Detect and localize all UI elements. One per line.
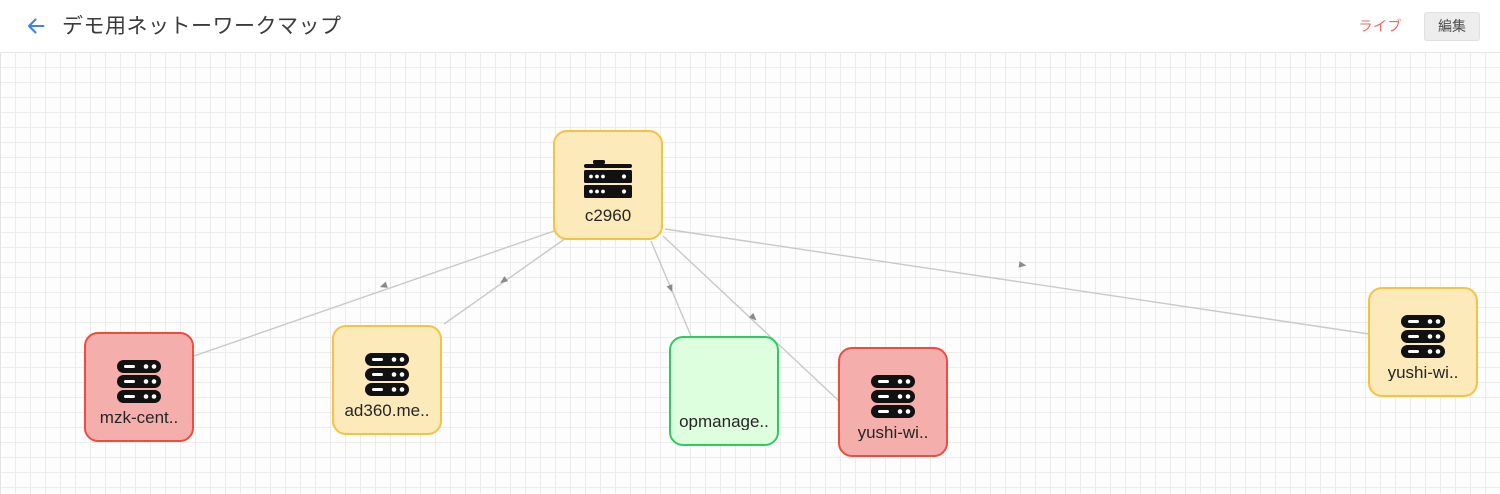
map-node-c2960[interactable]: c2960 [553, 130, 663, 240]
app-header: デモ用ネットーワークマップ ライブ 編集 [0, 0, 1500, 53]
map-canvas[interactable]: c2960 mzk-cent.. ad360.me.. opmanage.. yushi… [0, 53, 1500, 494]
map-node-label: ad360.me.. [344, 402, 430, 419]
map-node-opmanager[interactable]: opmanage.. [669, 336, 779, 446]
server-icon [1395, 314, 1451, 360]
header-actions: ライブ 編集 [1358, 11, 1480, 41]
map-edge-c2960-to-yushi-right [664, 228, 1370, 335]
map-node-mzk[interactable]: mzk-cent.. [84, 332, 194, 442]
map-node-label: yushi-wi.. [857, 424, 929, 441]
live-status-label[interactable]: ライブ [1358, 18, 1402, 34]
map-edge-c2960-to-ad360 [443, 237, 567, 325]
edit-button[interactable]: 編集 [1424, 11, 1480, 41]
edge-arrow-icon [1018, 261, 1027, 268]
map-node-yushi-right[interactable]: yushi-wi.. [1368, 287, 1478, 397]
edge-arrow-icon [379, 281, 388, 288]
page-title: デモ用ネットーワークマップ [62, 14, 342, 38]
map-node-label: mzk-cent.. [99, 409, 179, 426]
map-edge-c2960-to-opmanager [650, 240, 692, 337]
edge-arrow-icon [500, 276, 509, 283]
edge-arrow-icon [748, 312, 757, 321]
map-node-label: opmanage.. [679, 413, 769, 430]
edge-arrow-icon [666, 284, 673, 293]
map-node-label: c2960 [584, 207, 632, 224]
switch-icon [580, 157, 636, 203]
server-icon [359, 352, 415, 398]
arrow-left-icon [25, 15, 47, 37]
map-node-label: yushi-wi.. [1387, 364, 1459, 381]
back-button[interactable] [22, 12, 50, 40]
map-node-yushi-left[interactable]: yushi-wi.. [838, 347, 948, 457]
server-icon [111, 359, 167, 405]
map-node-ad360[interactable]: ad360.me.. [332, 325, 442, 435]
server-icon [865, 374, 921, 420]
